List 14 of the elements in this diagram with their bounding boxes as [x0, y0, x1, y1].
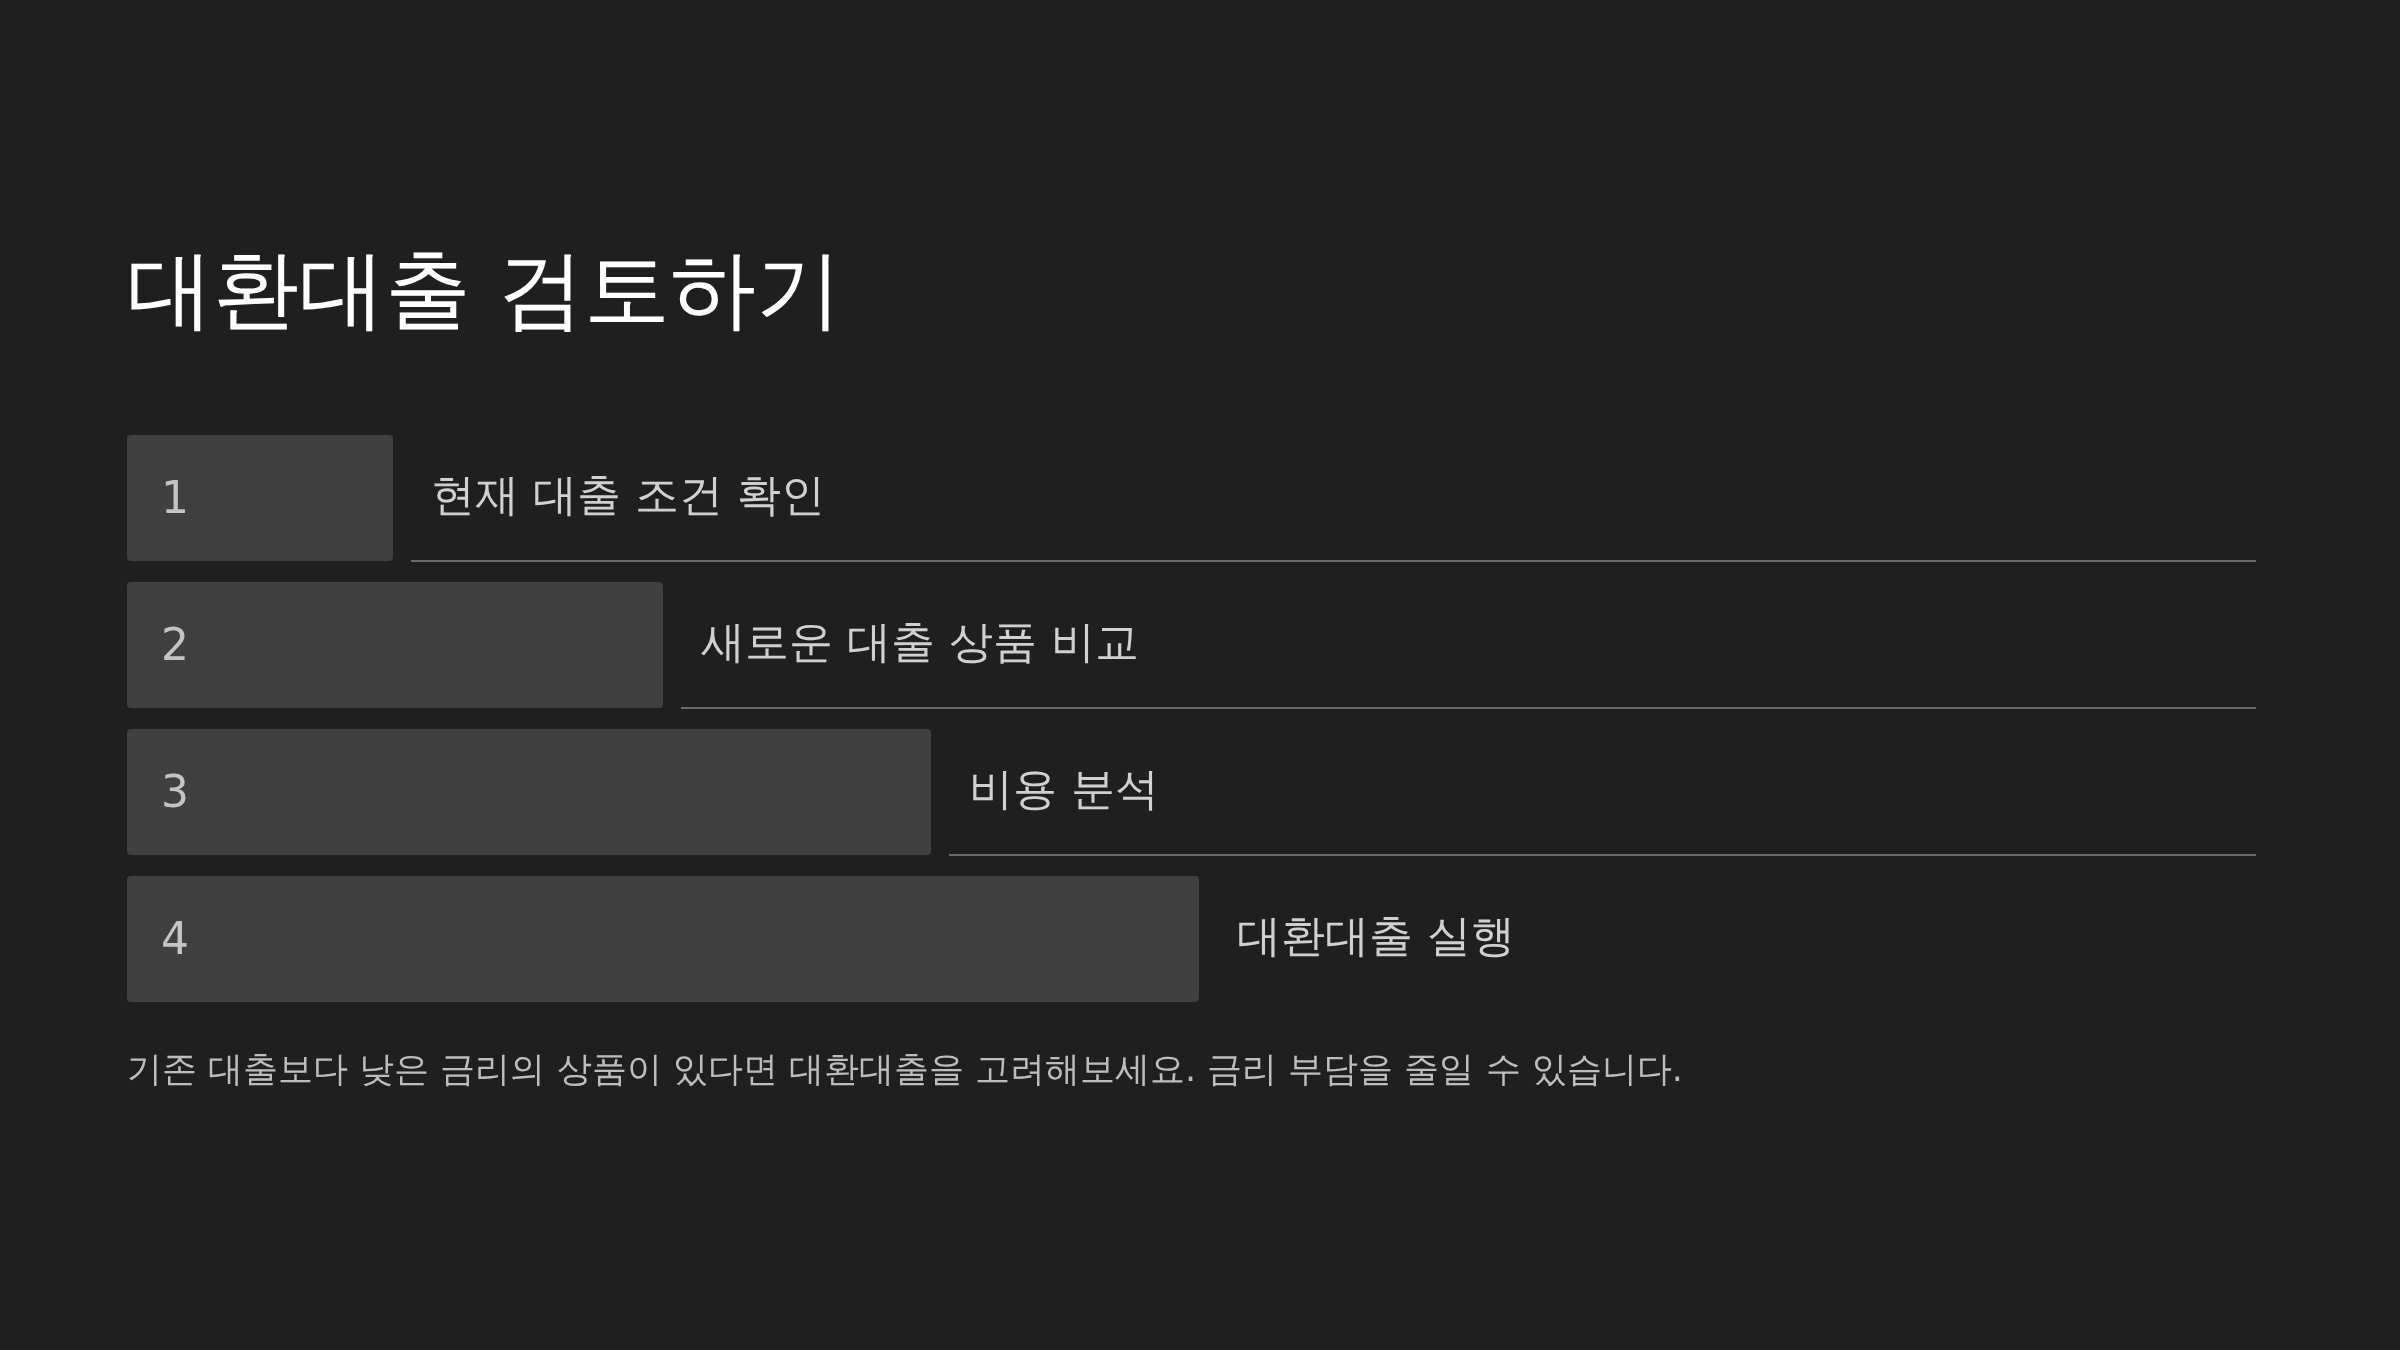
step-bar [127, 435, 393, 561]
step-number: 2 [161, 618, 189, 672]
step-bar [127, 582, 663, 708]
step-label: 현재 대출 조건 확인 [431, 468, 825, 522]
step-label: 새로운 대출 상품 비교 [701, 615, 1139, 669]
step-number: 3 [161, 765, 189, 819]
step-bar [127, 729, 931, 855]
step-number: 4 [161, 912, 189, 966]
step-label: 대환대출 실행 [1237, 909, 1515, 963]
step-bar [127, 876, 1199, 1002]
step-label: 비용 분석 [969, 762, 1159, 816]
step-number: 1 [161, 471, 189, 525]
caption: 기존 대출보다 낮은 금리의 상품이 있다면 대환대출을 고려해보세요. 금리 부담을 줄일 수 있습니다. [127, 1048, 1683, 1090]
title: 대환대출 검토하기 [127, 238, 843, 341]
